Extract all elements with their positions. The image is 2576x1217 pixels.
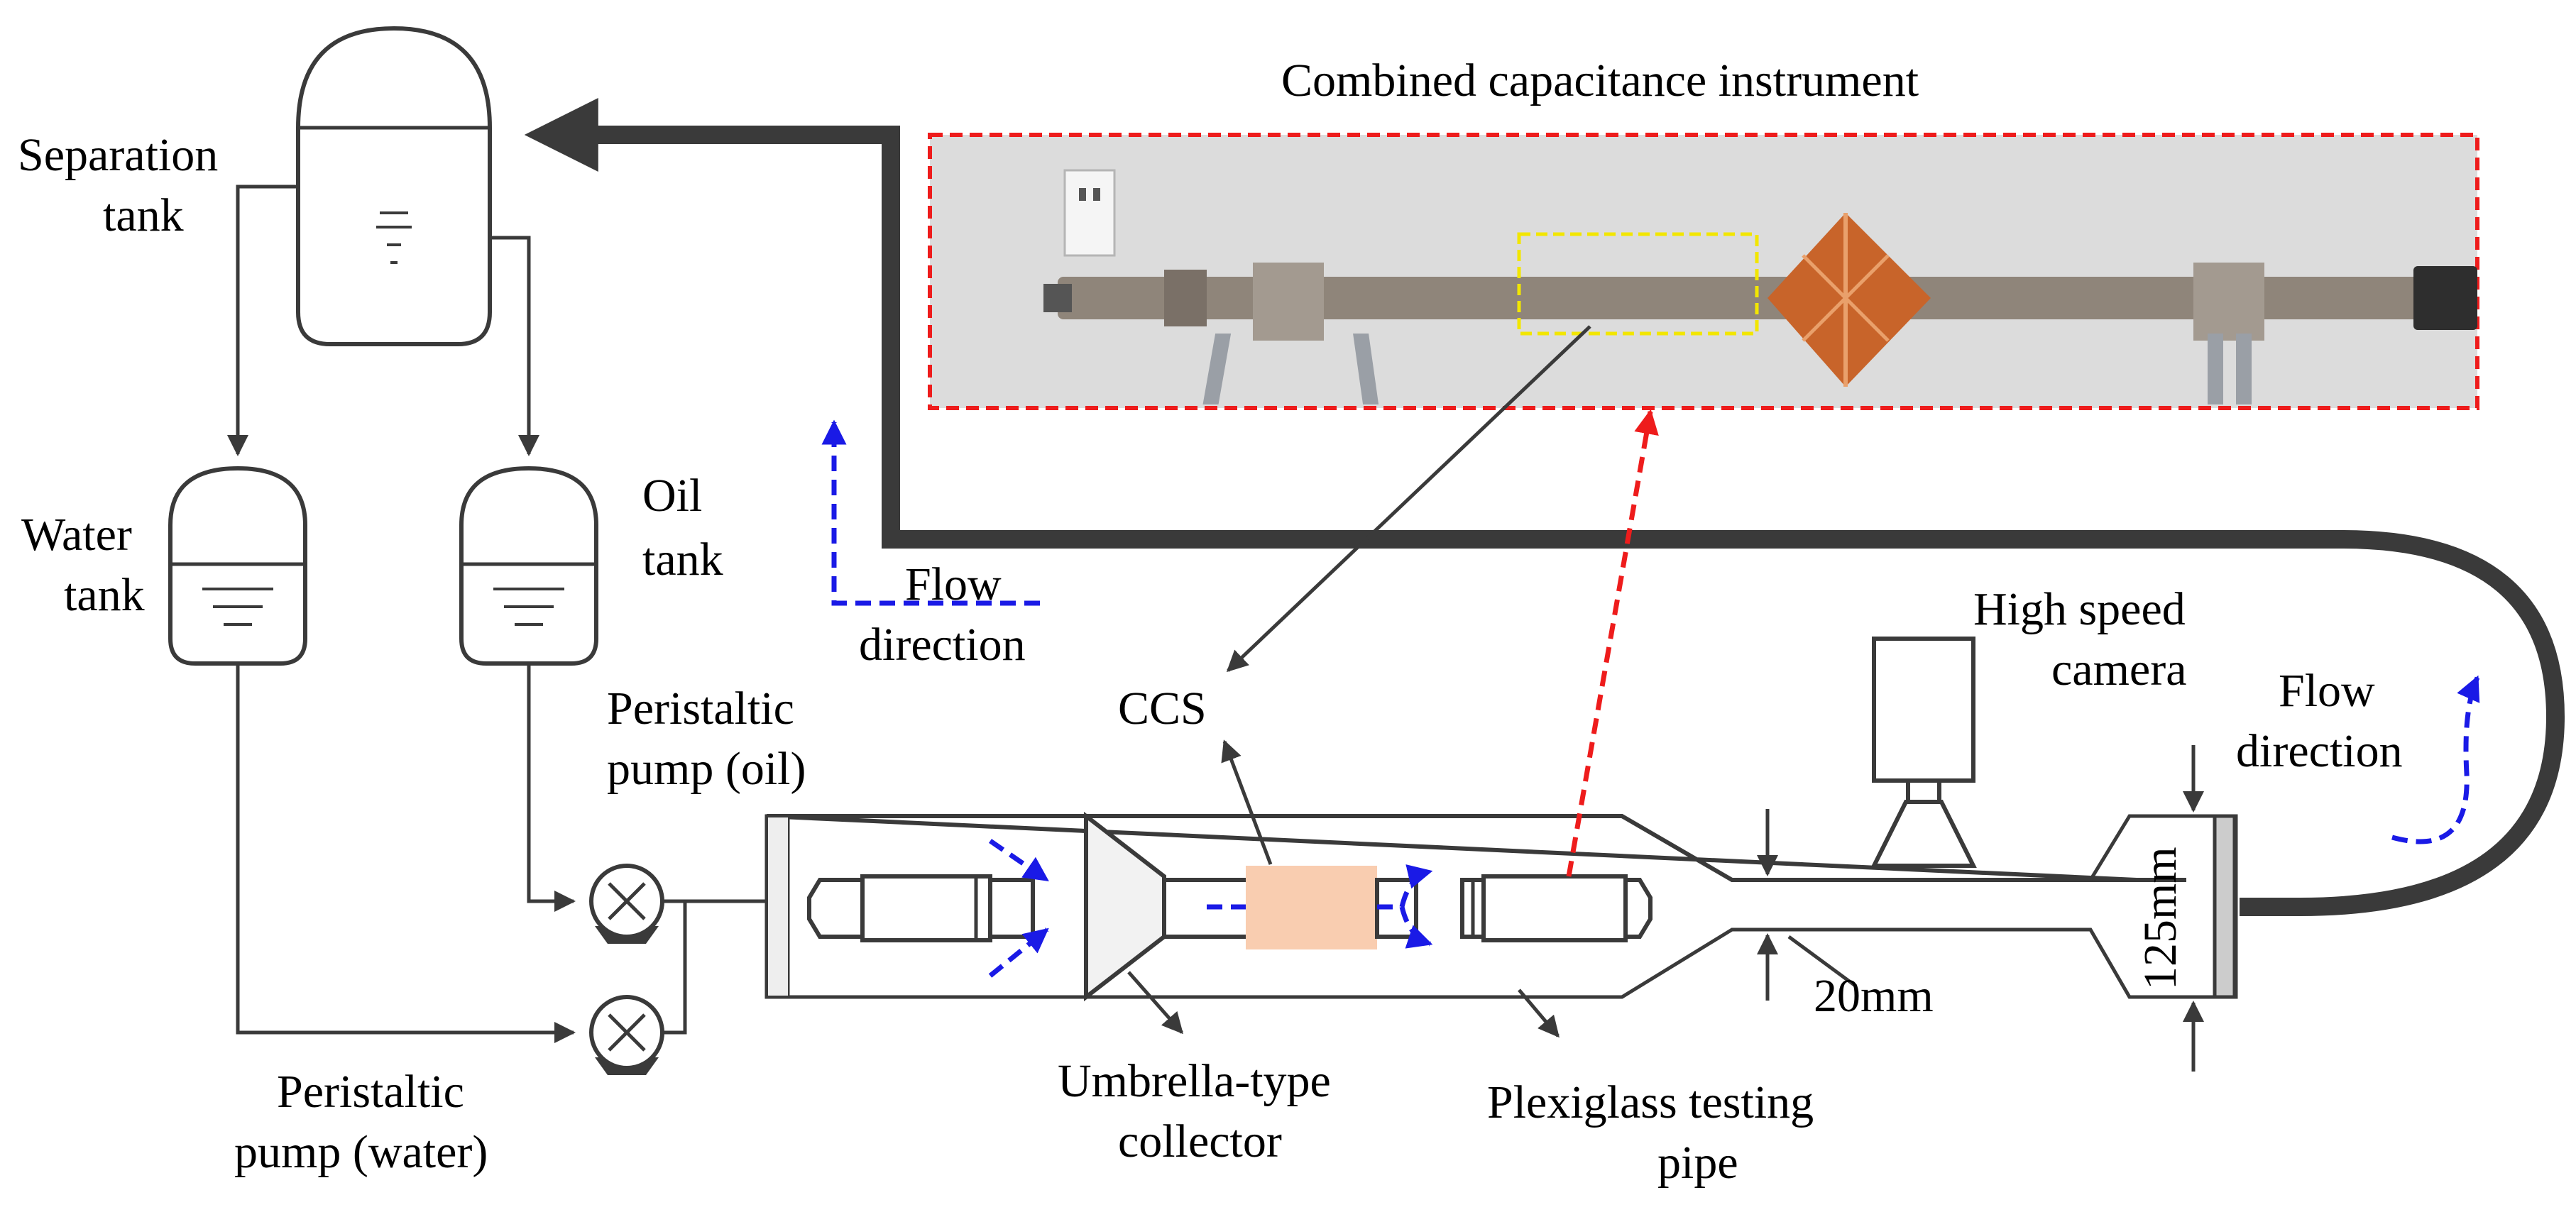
- return-pipe: [524, 98, 2565, 916]
- flow-direction-left-line1: Flow: [905, 558, 1002, 610]
- peristaltic-pump-oil: [589, 864, 664, 944]
- right-probe: [1460, 874, 1653, 942]
- pump-water-label-line1: Peristaltic: [277, 1066, 464, 1118]
- left-probe: [807, 874, 1035, 942]
- internal-flow-arrows: [988, 839, 1433, 978]
- separation-tank-label-line2: tank: [103, 189, 184, 241]
- instrument-rod: [1058, 277, 2470, 319]
- umbrella-collector-label-line1: Umbrella-type: [1058, 1055, 1331, 1107]
- sep-to-oil-line: [490, 236, 539, 456]
- umbrella-type-collector: [1084, 811, 1255, 1002]
- water-tank-label-line1: Water: [21, 509, 132, 561]
- plexiglass-testing-pipe: [764, 814, 2238, 999]
- pump-water-label-line2: pump (water): [234, 1126, 488, 1178]
- flow-direction-arrow-right: [2391, 675, 2480, 844]
- flow-direction-right-line1: Flow: [2279, 665, 2375, 717]
- flow-direction-right-line2: direction: [2236, 725, 2403, 777]
- oil-tank-label-line2: tank: [642, 534, 723, 585]
- flow-direction-left-line2: direction: [859, 619, 1026, 671]
- dim-20mm-marker: [1757, 809, 1858, 1001]
- sep-to-water-line: [227, 185, 298, 456]
- pump-oil-label-line1: Peristaltic: [607, 683, 794, 734]
- ccs-label: CCS: [1118, 683, 1207, 734]
- plexiglass-pipe-label-line2: pipe: [1657, 1137, 1738, 1189]
- oil-tank-label-line1: Oil: [642, 470, 702, 522]
- umbrella-collector-label-line2: collector: [1118, 1116, 1282, 1167]
- dim-125mm-label: 125mm: [2134, 847, 2186, 990]
- pump-outlet-line: [662, 899, 687, 1035]
- plexiglass-pointer: [1518, 989, 1560, 1038]
- water-tank: [168, 466, 307, 666]
- combined-capacitance-photo: [928, 133, 2479, 410]
- photo-to-ccs-pointer: [1226, 325, 1591, 673]
- high-speed-camera-label-line2: camera: [2051, 644, 2187, 695]
- umbrella-pointer: [1127, 971, 1183, 1035]
- dim-20mm-label: 20mm: [1814, 970, 1934, 1022]
- high-speed-camera: [1870, 637, 1977, 868]
- oil-to-pump-line: [527, 663, 576, 912]
- peristaltic-pump-water: [589, 995, 664, 1075]
- combined-capacitance-title: Combined capacitance instrument: [1281, 55, 1919, 106]
- wall-outlet: [1063, 169, 1116, 257]
- separation-tank: [296, 26, 492, 346]
- high-speed-camera-label-line1: High speed: [1973, 583, 2186, 635]
- water-tank-label-line2: tank: [64, 569, 145, 621]
- separation-tank-label-line1: Separation: [18, 129, 218, 181]
- photo-pointer-arrow: [1566, 409, 1659, 877]
- ccs-highlight: [1517, 232, 1759, 336]
- oil-tank: [459, 466, 598, 666]
- plexiglass-pipe-label-line1: Plexiglass testing: [1487, 1076, 1814, 1128]
- pump-oil-label-line2: pump (oil): [607, 743, 806, 795]
- ccs-sensor-block: [1246, 866, 1377, 949]
- water-to-pump-line: [236, 663, 576, 1043]
- ccs-pointer: [1221, 739, 1273, 865]
- flow-direction-arrow-left: [821, 419, 1040, 606]
